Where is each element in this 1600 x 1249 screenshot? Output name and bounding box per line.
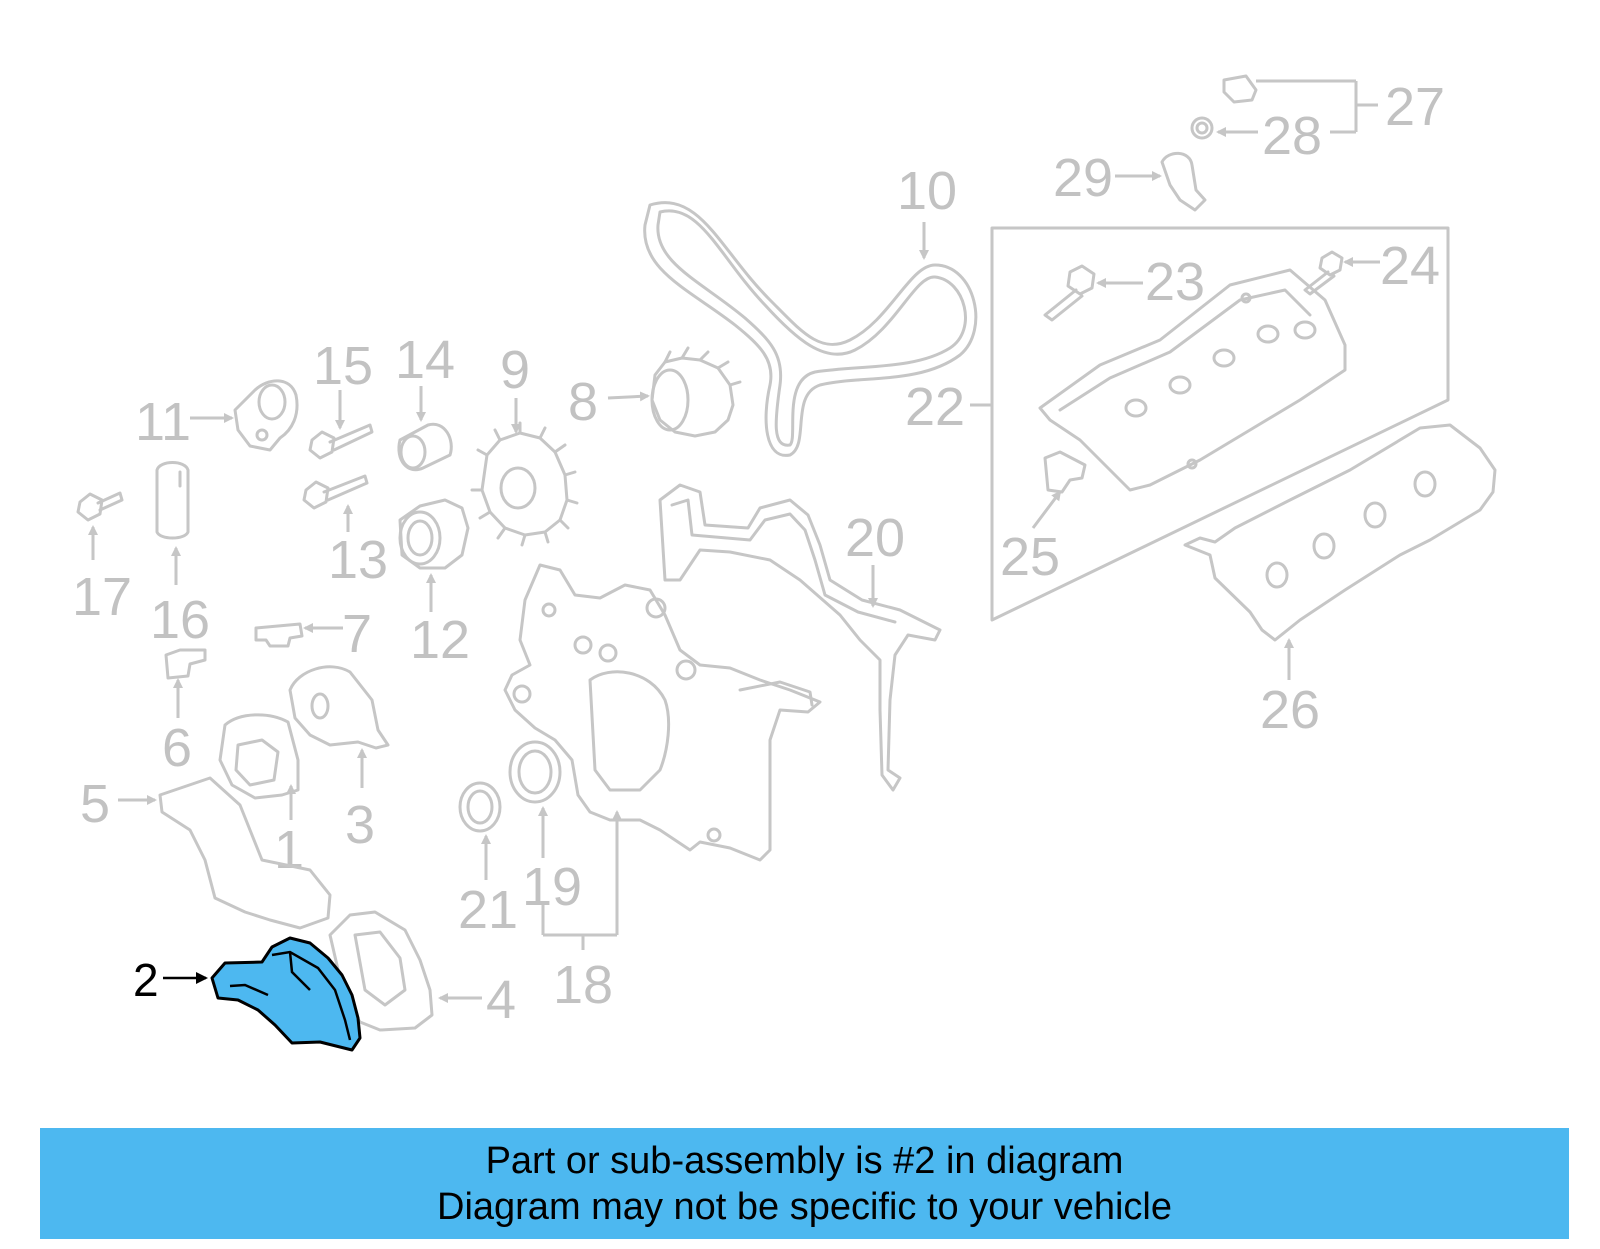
- svg-text:29: 29: [1053, 148, 1113, 208]
- part-24-bolt: [1303, 250, 1344, 296]
- svg-text:7: 7: [342, 604, 372, 664]
- svg-text:28: 28: [1262, 106, 1322, 166]
- svg-text:17: 17: [72, 567, 132, 627]
- part-1-cover: [218, 713, 300, 800]
- callout-12: 12: [410, 573, 470, 670]
- part-12-pulley: [398, 498, 470, 570]
- callout-25: 25: [1000, 490, 1062, 587]
- svg-text:19: 19: [522, 857, 582, 917]
- callout-24: 24: [1343, 236, 1440, 296]
- banner-line-1: Part or sub-assembly is #2 in diagram: [485, 1140, 1124, 1182]
- svg-text:25: 25: [1000, 527, 1060, 587]
- callout-14: 14: [395, 330, 455, 422]
- callout-29: 29: [1053, 148, 1162, 208]
- svg-text:1: 1: [274, 820, 304, 880]
- svg-text:13: 13: [328, 530, 388, 590]
- part-18-timing-case: [503, 563, 822, 862]
- callout-11: 11: [135, 392, 234, 452]
- part-17-bolt: [76, 491, 124, 522]
- part-13-bolt: [302, 474, 369, 510]
- svg-text:15: 15: [313, 336, 373, 396]
- callout-23: 23: [1096, 252, 1205, 312]
- callout-27: 27: [1256, 77, 1445, 137]
- part-6-clip: [164, 648, 207, 680]
- part-3-cover: [288, 665, 390, 750]
- svg-text:8: 8: [568, 372, 598, 432]
- callout-19: 19: [522, 806, 582, 917]
- svg-text:23: 23: [1145, 252, 1205, 312]
- svg-text:14: 14: [395, 330, 455, 390]
- svg-text:26: 26: [1260, 680, 1320, 740]
- svg-text:5: 5: [80, 774, 110, 834]
- svg-text:6: 6: [162, 718, 192, 778]
- svg-text:12: 12: [410, 610, 470, 670]
- svg-text:2: 2: [133, 954, 159, 1006]
- part-8-sprocket: [650, 346, 742, 438]
- callout-6: 6: [162, 678, 192, 778]
- callout-16: 16: [150, 546, 210, 650]
- part-26-gasket: [1183, 423, 1497, 642]
- svg-text:27: 27: [1385, 77, 1445, 137]
- part-19-seal: [508, 740, 562, 804]
- svg-text:20: 20: [845, 508, 905, 568]
- svg-text:11: 11: [135, 392, 191, 452]
- part-9-gear: [470, 421, 579, 547]
- svg-text:10: 10: [897, 161, 957, 221]
- callout-4: 4: [438, 970, 516, 1030]
- part-20-gasket: [658, 483, 942, 792]
- callout-13: 13: [328, 504, 388, 590]
- part-28-oring: [1190, 116, 1214, 140]
- part-10-timing-belt: [643, 201, 978, 457]
- callout-3: 3: [345, 748, 375, 855]
- callout-2: 2: [133, 954, 208, 1006]
- callout-20: 20: [845, 508, 905, 608]
- part-valve-cover: [1038, 268, 1347, 492]
- callout-8: 8: [568, 372, 650, 432]
- callout-9: 9: [500, 340, 530, 434]
- callout-18: 18: [541, 810, 622, 1015]
- callout-22: 22: [905, 377, 992, 437]
- callout-26: 26: [1260, 638, 1320, 740]
- svg-text:3: 3: [345, 795, 375, 855]
- callout-5: 5: [80, 774, 157, 834]
- svg-text:4: 4: [486, 970, 516, 1030]
- part-14-idler: [397, 422, 453, 472]
- svg-text:16: 16: [150, 590, 210, 650]
- part-16-sleeve: [155, 461, 190, 540]
- part-7-bracket: [254, 622, 304, 648]
- part-27-connector: [1222, 74, 1258, 104]
- svg-text:9: 9: [500, 340, 530, 400]
- part-15-bolt: [308, 423, 374, 460]
- info-banner: Part or sub-assembly is #2 in diagram Di…: [40, 1128, 1569, 1239]
- part-22-valve-cover-box: [990, 226, 1450, 622]
- banner-line-2: Diagram may not be specific to your vehi…: [437, 1186, 1172, 1228]
- callout-28: 28: [1216, 106, 1322, 166]
- callout-7: 7: [303, 604, 372, 664]
- part-23-bolt: [1043, 264, 1096, 322]
- callout-10: 10: [897, 161, 957, 260]
- svg-text:18: 18: [553, 955, 613, 1015]
- callout-1: 1: [274, 784, 304, 880]
- part-21-seal: [458, 781, 502, 833]
- part-11-tensioner: [233, 379, 299, 452]
- part-2-cover-highlighted: [210, 936, 362, 1052]
- callout-15: 15: [313, 336, 373, 430]
- callout-21: 21: [458, 834, 518, 940]
- part-25-bracket: [1043, 450, 1087, 494]
- svg-text:21: 21: [458, 880, 518, 940]
- callout-17: 17: [72, 525, 132, 627]
- part-5-cover: [158, 776, 332, 930]
- svg-text:24: 24: [1380, 236, 1440, 296]
- part-29-sensor: [1160, 151, 1207, 212]
- svg-text:22: 22: [905, 377, 965, 437]
